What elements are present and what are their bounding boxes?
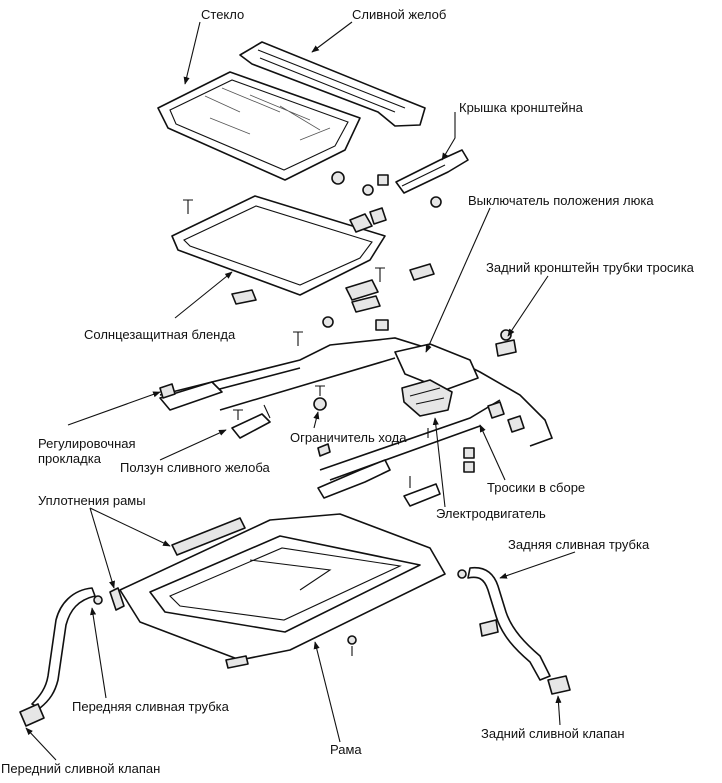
leader-frame-seals-a xyxy=(89,507,171,547)
leader-frame-seals-b xyxy=(89,507,115,589)
label-cables: Тросики в сборе xyxy=(487,480,586,495)
label-position-switch: Выключатель положения люка xyxy=(468,193,654,208)
leader-rear-cable-bracket xyxy=(507,275,549,337)
bracket-cover xyxy=(395,149,469,194)
label-frame: Рама xyxy=(330,742,362,757)
label-glass: Стекло xyxy=(201,7,245,22)
leader-rear-drain-valve xyxy=(555,695,562,726)
leader-rear-drain-tube xyxy=(499,551,576,579)
leader-front-drain-tube xyxy=(90,607,107,699)
small-brackets xyxy=(293,207,517,357)
label-frame-seals: Уплотнения рамы xyxy=(38,493,146,508)
label-motor: Электродвигатель xyxy=(436,506,546,521)
glass-panel xyxy=(157,71,361,181)
label-stopper: Ограничитель хода xyxy=(290,430,407,445)
leader-lines xyxy=(25,21,576,761)
label-front-drain-tube: Передняя сливная трубка xyxy=(72,699,229,714)
label-bracket-cover: Крышка кронштейна xyxy=(459,100,583,115)
leader-motor xyxy=(432,417,446,508)
leader-cables xyxy=(479,424,506,481)
label-rear-drain-valve: Задний сливной клапан xyxy=(481,726,625,741)
leader-position-switch xyxy=(425,207,491,353)
front-drain-tube xyxy=(19,587,103,727)
leader-bracket-cover xyxy=(441,112,456,161)
leader-frame xyxy=(313,641,341,743)
leader-glass xyxy=(183,21,201,85)
label-rear-drain-tube: Задняя сливная трубка xyxy=(508,537,650,552)
sunshade xyxy=(171,195,386,305)
fasteners-top xyxy=(183,171,442,214)
label-front-drain-valve: Передний сливной клапан xyxy=(1,761,161,776)
leader-front-drain-valve xyxy=(25,727,57,761)
label-drain-gutter: Сливной желоб xyxy=(352,7,447,22)
label-rear-cable-bracket: Задний кронштейн трубки тросика xyxy=(486,260,694,275)
frame-seals xyxy=(109,517,246,611)
frame xyxy=(119,513,446,669)
leader-shim xyxy=(67,391,161,426)
rear-drain-tube xyxy=(457,566,571,695)
leader-drain-gutter xyxy=(311,21,353,53)
leader-stopper xyxy=(313,411,320,429)
label-sunshade: Солнцезащитная бленда xyxy=(84,327,236,342)
leader-gutter-slider xyxy=(159,429,227,461)
drain-gutter xyxy=(239,41,426,127)
label-gutter-slider: Ползун сливного желоба xyxy=(120,460,270,475)
leader-sunshade xyxy=(174,271,233,319)
label-shim: Регулировочная прокладка xyxy=(38,436,136,466)
shim-and-sliders xyxy=(159,381,429,457)
right-slider-parts xyxy=(317,447,475,507)
cable-assembly xyxy=(159,337,554,481)
